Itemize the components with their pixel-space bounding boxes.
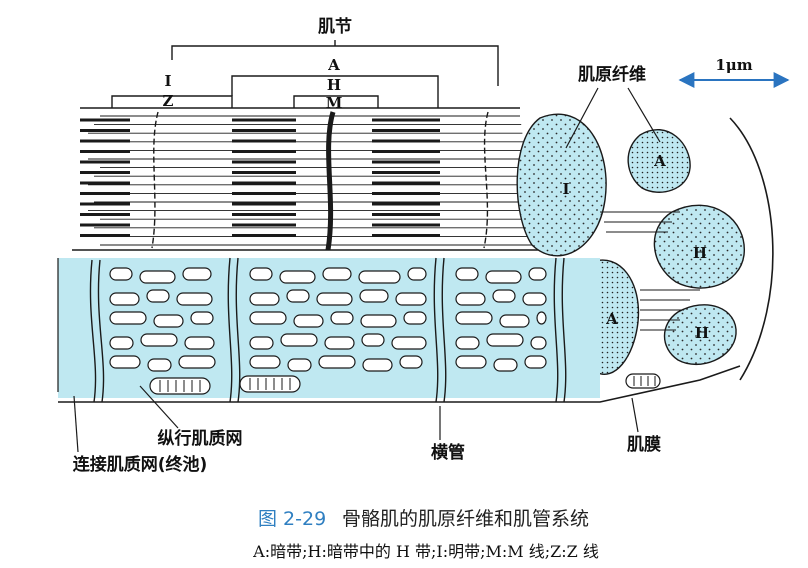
- reticulum-lumen: [109, 292, 140, 306]
- longitudinal-tubule-label: 纵行肌质网: [158, 428, 243, 449]
- reticulum-lumen: [391, 336, 427, 350]
- reticulum-lumen: [330, 311, 354, 325]
- reticulum-lumen: [146, 289, 170, 303]
- myofibril-label: 肌原纤维: [578, 64, 646, 85]
- sarcolemma-line: [58, 365, 741, 403]
- reticulum-lumen: [139, 270, 176, 284]
- z-line-left: [151, 111, 159, 249]
- reticulum-lumen: [293, 314, 324, 328]
- t-tubule-2: [227, 257, 241, 403]
- reticulum-lumen: [109, 311, 147, 325]
- reticulum-lumen: [324, 336, 355, 350]
- band-I-label: I: [164, 72, 171, 90]
- section-I-label: I: [562, 180, 569, 198]
- reticulum-lumen: [524, 355, 547, 369]
- reticulum-lumen: [286, 289, 310, 303]
- a-bracket: [231, 75, 439, 108]
- scale-label: 1μm: [715, 56, 752, 74]
- reticulum-lumen: [492, 289, 516, 303]
- reticulum-lumen: [316, 292, 353, 306]
- reticulum-lumen: [249, 355, 281, 369]
- reticulum-lumen: [395, 292, 427, 306]
- reticulum-lumen: [140, 333, 178, 347]
- cisterna-1: [149, 377, 211, 395]
- reticulum-lumen: [178, 355, 216, 369]
- reticulum-lumen: [358, 270, 401, 284]
- section-H-bottom: [663, 304, 737, 365]
- reticulum-lumen: [147, 358, 172, 372]
- reticulum-lumen: [359, 289, 389, 303]
- section-A-top-label: A: [653, 152, 666, 170]
- reticulum-lumen: [182, 267, 212, 281]
- reticulum-lumen: [190, 311, 214, 325]
- reticulum-lumen: [153, 314, 184, 328]
- reticulum-lumen: [280, 333, 318, 347]
- figure-title: 骨骼肌的肌原纤维和肌管系统: [342, 508, 589, 530]
- band-Z-label: Z: [163, 92, 174, 110]
- reticulum-lumen: [530, 336, 547, 350]
- reticulum-lumen: [279, 270, 316, 284]
- band-M-label: M: [326, 94, 343, 112]
- t-tubule-label: 横管: [431, 442, 465, 463]
- t-tubule-4: [553, 257, 567, 403]
- section-A-mid-label: A: [605, 310, 618, 328]
- reticulum-lumen: [287, 358, 312, 372]
- myofibril-upper: [72, 107, 540, 251]
- sarcolemma-label: 肌膜: [627, 434, 661, 455]
- reticulum-lumen: [360, 314, 397, 328]
- m-line: [325, 111, 336, 251]
- reticulum-lumen: [455, 311, 493, 325]
- i-bracket: [111, 95, 233, 108]
- reticulum-lumen: [485, 270, 522, 284]
- h-bracket: [293, 95, 379, 108]
- figure-number: 图 2-29: [258, 508, 326, 530]
- myofibril-cross-sections: [516, 113, 774, 381]
- reticulum-lumen: [528, 267, 547, 281]
- sarcomere-label: 肌节: [318, 16, 352, 37]
- z-line-right: [483, 111, 489, 249]
- reticulum-lumen: [318, 355, 356, 369]
- reticulum-lumen: [407, 267, 427, 281]
- section-H-top: [653, 204, 745, 289]
- reticulum-lumen: [249, 311, 287, 325]
- reticulum-lumen: [455, 267, 479, 281]
- band-A-label: A: [327, 56, 340, 74]
- section-H-top-label: H: [693, 244, 707, 262]
- reticulum-lumen: [455, 355, 487, 369]
- section-A-top: [627, 128, 691, 193]
- reticulum-lumen: [176, 292, 213, 306]
- reticulum-lumen: [249, 292, 280, 306]
- reticulum-lumen: [493, 358, 518, 372]
- reticulum-lumen: [322, 267, 352, 281]
- t-tubule-1: [89, 259, 105, 403]
- reticulum-lumen: [455, 292, 486, 306]
- section-I: [516, 113, 607, 257]
- reticulum-lumen: [455, 336, 480, 350]
- cisterna-2: [239, 375, 301, 393]
- reticulum-lumen: [249, 336, 274, 350]
- reticulum-lumen: [486, 333, 524, 347]
- reticulum-lumen: [522, 292, 547, 306]
- reticulum-lumen: [249, 267, 273, 281]
- reticulum-lumen: [109, 355, 141, 369]
- reticulum-lumen: [536, 311, 547, 325]
- t-tubule-3: [433, 257, 447, 403]
- reticulum-lumen: [361, 333, 385, 347]
- band-H-label: H: [327, 76, 341, 94]
- reticulum-lumen: [109, 267, 133, 281]
- band-brackets: [111, 40, 499, 108]
- scale-bar: 1μm: [678, 56, 790, 88]
- reticulum-lumen: [403, 311, 427, 325]
- terminal-cisterna-label: 连接肌质网(终池): [73, 454, 208, 475]
- reticulum-lumen: [399, 355, 423, 369]
- reticulum-lumen: [499, 314, 530, 328]
- sarcoplasmic-reticulum: [57, 257, 741, 403]
- reticulum-lumen: [362, 358, 393, 372]
- reticulum-lumen: [184, 336, 215, 350]
- reticulum-lumen: [109, 336, 134, 350]
- section-H-bottom-label: H: [695, 324, 709, 342]
- figure-legend: A:暗带;H:暗带中的 H 带;I:明带;M:M 线;Z:Z 线: [252, 542, 599, 561]
